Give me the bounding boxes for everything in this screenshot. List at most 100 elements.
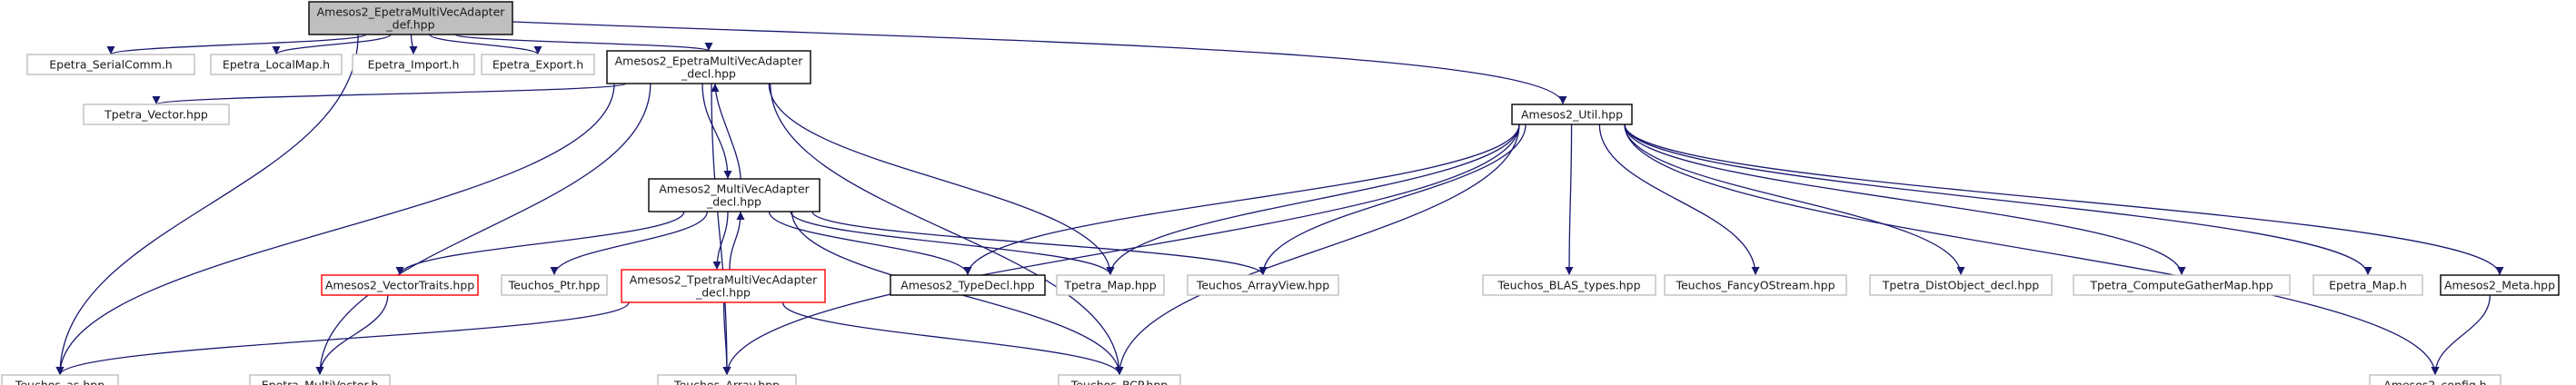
node-box[interactable] (321, 274, 479, 296)
node-teuchos-arrayview-hpp[interactable]: Teuchos_ArrayView.hpp (1187, 274, 1339, 296)
node-label: Amesos2_Meta.hpp (2444, 279, 2555, 292)
edge-tpdecl-to-mvdecl (729, 211, 745, 271)
node-amesos2-meta-hpp[interactable]: Amesos2_Meta.hpp (2440, 274, 2560, 296)
node-amesos2-typedecl-hpp[interactable]: Amesos2_TypeDecl.hpp (890, 274, 1046, 296)
edge-def-to-import (409, 34, 418, 55)
node-box[interactable] (2312, 274, 2423, 296)
node-box[interactable] (1187, 274, 1339, 296)
edge-vtraits-to-epmv (315, 294, 389, 376)
node-box[interactable] (2073, 274, 2291, 296)
edge-tpdecl-to-array (722, 301, 731, 376)
node-box[interactable] (1664, 274, 1847, 296)
node-label: Teuchos_BLAS_types.hpp (1497, 279, 1640, 292)
node-box[interactable] (352, 54, 475, 75)
node-box[interactable] (501, 274, 608, 296)
node-amesos2-tpetramultivecadapter-decl-hpp[interactable]: Amesos2_TpetraMultiVecAdapter_decl.hpp (621, 269, 826, 303)
node-label: Teuchos_FancyOStream.hpp (1675, 279, 1835, 292)
node-box[interactable] (1869, 274, 2053, 296)
node-label: Amesos2_config.h (2383, 379, 2486, 385)
node-box[interactable] (249, 374, 391, 385)
node-box[interactable] (621, 269, 826, 303)
node-box[interactable] (83, 104, 230, 125)
node-tpetra-vector-hpp[interactable]: Tpetra_Vector.hpp (83, 104, 230, 125)
edge-util-to-rcp (1115, 123, 1520, 376)
node-amesos2-epetramultivecadapter-decl-hpp[interactable]: Amesos2_EpetraMultiVecAdapter_decl.hpp (606, 50, 811, 84)
node-box[interactable] (606, 50, 811, 84)
node-teuchos-as-hpp[interactable]: Teuchos_as.hpp (1, 374, 119, 385)
node-label: Epetra_Import.h (368, 58, 460, 72)
node-amesos2-multivecadapter-decl-hpp[interactable]: Amesos2_MultiVecAdapter_decl.hpp (648, 178, 821, 212)
node-label: Amesos2_TpetraMultiVecAdapter (630, 273, 818, 287)
node-label: _decl.hpp (681, 67, 736, 81)
node-epetra-localmap-h[interactable]: Epetra_LocalMap.h (210, 54, 343, 75)
node-label: Amesos2_MultiVecAdapter (659, 183, 810, 196)
node-epetra-export-h[interactable]: Epetra_Export.h (481, 54, 595, 75)
node-box[interactable] (2369, 374, 2501, 385)
node-label: Teuchos_Array.hpp (673, 379, 780, 385)
node-box[interactable] (210, 54, 343, 75)
node-label: Amesos2_Util.hpp (1521, 108, 1623, 122)
edge-epdecl-to-mvdecl (701, 83, 732, 180)
node-label: Tpetra_ComputeGatherMap.hpp (2089, 279, 2273, 292)
edge-util-to-tmap (1106, 123, 1520, 276)
node-label: Amesos2_TypeDecl.hpp (900, 279, 1034, 292)
edge-util-to-epmap (1624, 123, 2372, 276)
edge-meta-to-config (2431, 294, 2491, 376)
edge-util-to-gather (1624, 123, 2186, 276)
edge-mvdecl-to-vtraits (395, 211, 685, 276)
node-amesos2-epetramultivecadapter-def-hpp[interactable]: Amesos2_EpetraMultiVecAdapter_def.hpp (308, 1, 513, 35)
node-box[interactable] (890, 274, 1046, 296)
node-label: Amesos2_VectorTraits.hpp (325, 279, 474, 292)
node-tpetra-distobject-decl-hpp[interactable]: Tpetra_DistObject_decl.hpp (1869, 274, 2053, 296)
node-tpetra-computegathermap-hpp[interactable]: Tpetra_ComputeGatherMap.hpp (2073, 274, 2291, 296)
node-label: Tpetra_DistObject_decl.hpp (1882, 279, 2039, 292)
node-teuchos-array-hpp[interactable]: Teuchos_Array.hpp (657, 374, 797, 385)
edge-def-to-epdecl (454, 34, 713, 52)
edge-def-to-as (55, 34, 359, 376)
edge-util-to-blas (1565, 123, 1574, 276)
node-label: _def.hpp (385, 18, 434, 32)
node-box[interactable] (481, 54, 595, 75)
node-box[interactable] (1056, 274, 1165, 296)
node-label: Epetra_Map.h (2329, 279, 2407, 292)
node-label: Tpetra_Map.hpp (1063, 279, 1156, 292)
node-amesos2-vectortraits-hpp[interactable]: Amesos2_VectorTraits.hpp (321, 274, 479, 296)
node-label: Epetra_Export.h (492, 58, 583, 72)
node-box[interactable] (657, 374, 797, 385)
edge-mvdecl-to-arrayview (811, 211, 1268, 276)
node-box[interactable] (1, 374, 119, 385)
node-box[interactable] (648, 178, 821, 212)
node-teuchos-rcp-hpp[interactable]: Teuchos_RCP.hpp (1058, 374, 1181, 385)
edge-epdecl-to-rcp (770, 83, 1124, 376)
edge-util-to-distobj (1624, 123, 1965, 276)
edge-def-to-util (512, 21, 1567, 105)
node-amesos2-util-hpp[interactable]: Amesos2_Util.hpp (1511, 104, 1633, 125)
node-teuchos-blas-types-hpp[interactable]: Teuchos_BLAS_types.hpp (1482, 274, 1656, 296)
node-box[interactable] (308, 1, 513, 35)
node-box[interactable] (1511, 104, 1633, 125)
node-label: Teuchos_ArrayView.hpp (1196, 279, 1329, 292)
dependency-edges (55, 21, 2504, 376)
node-epetra-map-h[interactable]: Epetra_Map.h (2312, 274, 2423, 296)
node-box[interactable] (1058, 374, 1181, 385)
node-label: Amesos2_EpetraMultiVecAdapter (317, 5, 506, 19)
node-box[interactable] (26, 54, 195, 75)
node-label: Epetra_MultiVector.h (262, 379, 379, 385)
edge-util-to-meta (1624, 123, 2504, 276)
node-epetra-serialcomm-h[interactable]: Epetra_SerialComm.h (26, 54, 195, 75)
node-box[interactable] (1482, 274, 1656, 296)
edge-epdecl-to-array (711, 83, 731, 376)
node-teuchos-fancyostream-hpp[interactable]: Teuchos_FancyOStream.hpp (1664, 274, 1847, 296)
edge-mvdecl-to-tmap (790, 211, 1115, 276)
node-amesos2-config-h[interactable]: Amesos2_config.h (2369, 374, 2501, 385)
edge-util-to-arrayview (1258, 123, 1527, 276)
node-box[interactable] (2440, 274, 2560, 296)
node-epetra-multivector-h[interactable]: Epetra_MultiVector.h (249, 374, 391, 385)
edge-epdecl-to-tvector (152, 83, 627, 105)
node-epetra-import-h[interactable]: Epetra_Import.h (352, 54, 475, 75)
edge-epdecl-to-as (55, 83, 615, 376)
node-teuchos-ptr-hpp[interactable]: Teuchos_Ptr.hpp (501, 274, 608, 296)
node-tpetra-map-hpp[interactable]: Tpetra_Map.hpp (1056, 274, 1165, 296)
edge-def-to-export (429, 34, 542, 55)
node-label: Teuchos_Ptr.hpp (508, 279, 601, 292)
